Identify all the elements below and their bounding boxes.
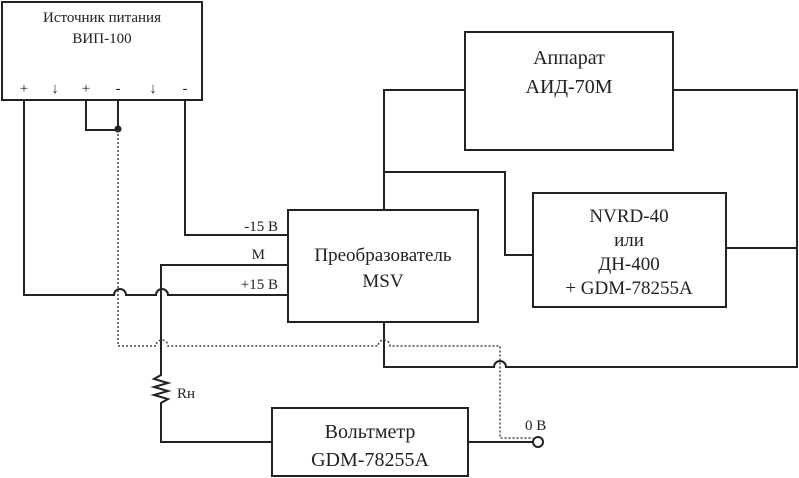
ground-terminal-icon	[532, 436, 544, 448]
power-supply-title: Источник питания	[43, 10, 161, 26]
ground-arrow-icon: ↓	[149, 81, 157, 97]
terminal-label: -	[183, 81, 188, 97]
terminal-label: +	[20, 81, 28, 97]
power-supply-model: ВИП-100	[72, 31, 131, 47]
converter-block: Преобразователь MSV -15 В М +15 В	[241, 209, 479, 323]
input-minus15-label: -15 В	[244, 219, 278, 235]
apparatus-block: Аппарат АИД-70М	[464, 31, 674, 151]
wires	[23, 89, 798, 448]
input-plus15-label: +15 В	[241, 277, 278, 293]
converter-title: Преобразователь	[314, 245, 452, 266]
input-m-label: М	[252, 247, 265, 263]
apparatus-model: АИД-70М	[526, 76, 613, 98]
terminal-label: +	[82, 81, 90, 97]
converter-model: MSV	[362, 271, 403, 292]
ground-arrow-icon: ↓	[51, 81, 59, 97]
sensor-line-2: или	[614, 230, 644, 251]
apparatus-title: Аппарат	[533, 47, 605, 69]
junction-dot	[114, 125, 122, 133]
sensor-line-4: + GDM-78255A	[565, 278, 693, 299]
voltmeter-title: Вольтметр	[325, 421, 416, 443]
power-supply-block: Источник питания ВИП-100 + ↓ + - ↓ -	[1, 1, 203, 101]
resistor-label: Rн	[177, 386, 195, 402]
sensor-line-3: ДН-400	[598, 254, 660, 275]
voltmeter-block: Вольтметр GDM-78255A	[271, 407, 469, 477]
ground-terminal-label: 0 В	[525, 418, 546, 434]
terminal-label: -	[116, 81, 121, 97]
sensor-block: NVRD-40 или ДН-400 + GDM-78255A	[532, 192, 727, 308]
voltmeter-model: GDM-78255A	[311, 449, 429, 471]
sensor-line-1: NVRD-40	[589, 206, 668, 227]
